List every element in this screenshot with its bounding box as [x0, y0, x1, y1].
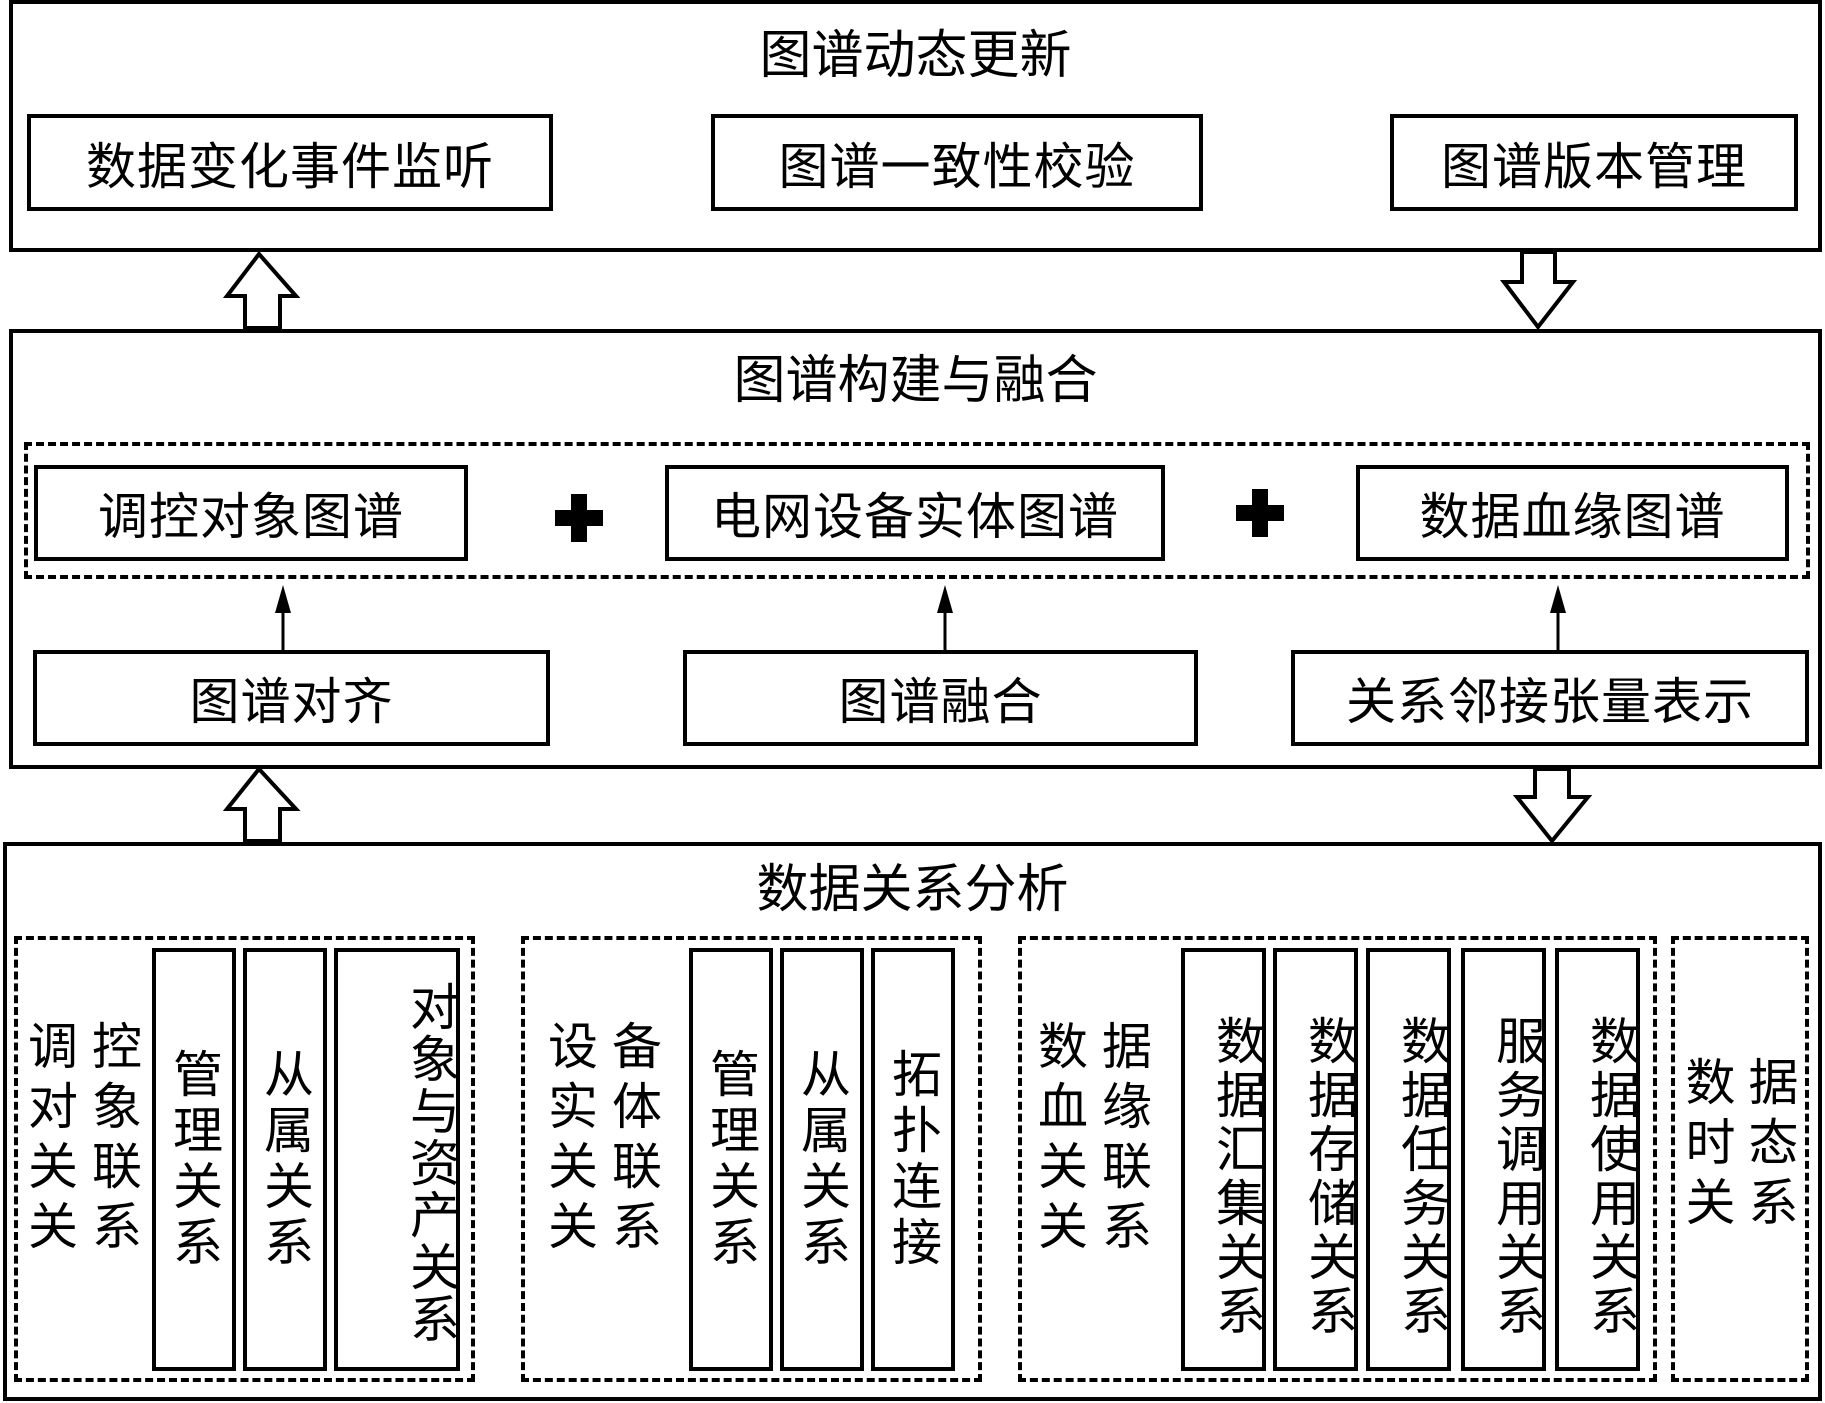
- label-char: 实: [548, 1078, 598, 1136]
- relation-item-label: 数据任务关系: [1393, 1014, 1451, 1339]
- label-char: 血: [1038, 1078, 1088, 1136]
- relation-item-label: 管理关系: [702, 1047, 760, 1272]
- label-char: 关: [1038, 1138, 1088, 1196]
- dynamic-update-title: 图谱动态更新: [759, 26, 1072, 86]
- graph-grid-equipment-label: 电网设备实体图谱: [711, 488, 1119, 546]
- down-arrow-icon: [1512, 767, 1593, 845]
- label-char: 联: [1102, 1138, 1152, 1196]
- plus-icon: [1236, 489, 1284, 537]
- label-char: 联: [92, 1138, 142, 1196]
- group-temporal-relations: [1671, 936, 1809, 1382]
- group-control-object-relations: [14, 936, 475, 1382]
- group-data-lineage-relations: [1018, 936, 1657, 1382]
- method-adjacency-tensor-label: 关系邻接张量表示: [1346, 673, 1754, 731]
- relation-item: 从属关系: [243, 948, 327, 1371]
- arrow-head-icon: [1550, 585, 1566, 613]
- method-adjacency-tensor: 关系邻接张量表示: [1291, 650, 1809, 746]
- label-char: 关: [548, 1138, 598, 1196]
- label-char: 关: [28, 1138, 78, 1196]
- method-graph-alignment: 图谱对齐: [33, 650, 550, 746]
- label-char: 系: [612, 1198, 662, 1256]
- relation-item-label: 管理关系: [165, 1047, 223, 1272]
- group-temporal-label: 数 据 时 态 关 系: [1684, 1058, 1800, 1228]
- module-consistency-check: 图谱一致性校验: [711, 114, 1203, 211]
- relation-item: 数据汇集关系: [1181, 948, 1266, 1371]
- relation-item: 对象与资产关系: [334, 948, 460, 1371]
- label-char: 时: [1685, 1114, 1736, 1172]
- module-event-listener: 数据变化事件监听: [27, 114, 553, 211]
- label-char: 设: [548, 1018, 598, 1076]
- relation-item: 管理关系: [689, 948, 773, 1371]
- graph-data-lineage-label: 数据血缘图谱: [1419, 488, 1726, 546]
- relation-item: 数据使用关系: [1555, 948, 1640, 1371]
- group-equipment-entity-label: 设 备 实 体 关 联 关 系: [546, 1022, 664, 1252]
- up-arrow-icon: [222, 250, 301, 330]
- label-char: 据: [1102, 1018, 1152, 1076]
- group-equipment-entity-relations: [521, 936, 982, 1382]
- module-consistency-check-label: 图谱一致性校验: [778, 137, 1136, 196]
- label-char: 关: [28, 1198, 78, 1256]
- label-char: 联: [612, 1138, 662, 1196]
- arrow-head-icon: [937, 585, 953, 613]
- method-graph-fusion: 图谱融合: [683, 650, 1198, 746]
- module-version-management: 图谱版本管理: [1390, 114, 1798, 211]
- method-graph-alignment-label: 图谱对齐: [189, 673, 394, 731]
- label-char: 备: [612, 1018, 662, 1076]
- relation-item: 从属关系: [780, 948, 864, 1371]
- graph-control-object-label: 调控对象图谱: [98, 488, 404, 546]
- label-char: 系: [92, 1198, 142, 1256]
- relation-item-label: 从属关系: [256, 1047, 314, 1272]
- up-arrow-icon: [222, 765, 301, 843]
- relation-analysis-title: 数据关系分析: [756, 860, 1069, 920]
- label-char: 缘: [1102, 1078, 1152, 1136]
- label-char: 控: [92, 1018, 142, 1076]
- arrow-head-icon: [275, 585, 291, 613]
- plus-icon: [555, 494, 603, 542]
- construction-fusion-title: 图谱构建与融合: [733, 351, 1098, 411]
- label-char: 系: [1748, 1174, 1799, 1232]
- label-char: 关: [548, 1198, 598, 1256]
- label-char: 体: [612, 1078, 662, 1136]
- label-char: 关: [1685, 1174, 1736, 1232]
- relation-item: 数据存储关系: [1273, 948, 1358, 1371]
- relation-item: 管理关系: [152, 948, 236, 1371]
- relation-item-label: 数据存储关系: [1300, 1014, 1358, 1339]
- label-char: 据: [1748, 1054, 1799, 1112]
- graph-control-object: 调控对象图谱: [34, 465, 468, 561]
- relation-item-label: 拓扑连接: [884, 1047, 942, 1272]
- group-data-lineage-label: 数 据 血 缘 关 联 关 系: [1036, 1022, 1154, 1252]
- label-char: 关: [1038, 1198, 1088, 1256]
- relation-item-label: 数据使用关系: [1582, 1014, 1640, 1339]
- graph-sources-group: [24, 442, 1810, 579]
- label-char: 数: [1038, 1018, 1088, 1076]
- label-char: 象: [92, 1078, 142, 1136]
- label-char: 系: [1102, 1198, 1152, 1256]
- relation-item: 数据任务关系: [1366, 948, 1451, 1371]
- label-char: 数: [1685, 1054, 1736, 1112]
- relation-item-label: 对象与资产关系: [402, 980, 460, 1345]
- group-control-object-label: 调 控 对 象 关 联 关 系: [26, 1022, 144, 1252]
- graph-data-lineage: 数据血缘图谱: [1356, 465, 1789, 561]
- label-char: 对: [28, 1078, 78, 1136]
- label-char: 态: [1748, 1114, 1799, 1172]
- relation-item: 拓扑连接: [871, 948, 955, 1371]
- method-graph-fusion-label: 图谱融合: [838, 673, 1043, 731]
- graph-grid-equipment: 电网设备实体图谱: [665, 465, 1165, 561]
- down-arrow-icon: [1499, 250, 1578, 331]
- module-event-listener-label: 数据变化事件监听: [86, 137, 494, 196]
- relation-item: 服务调用关系: [1461, 948, 1546, 1371]
- module-version-management-label: 图谱版本管理: [1441, 137, 1747, 196]
- label-char: 调: [28, 1018, 78, 1076]
- relation-item-label: 数据汇集关系: [1208, 1014, 1266, 1339]
- relation-item-label: 从属关系: [793, 1047, 851, 1272]
- relation-item-label: 服务调用关系: [1488, 1014, 1546, 1339]
